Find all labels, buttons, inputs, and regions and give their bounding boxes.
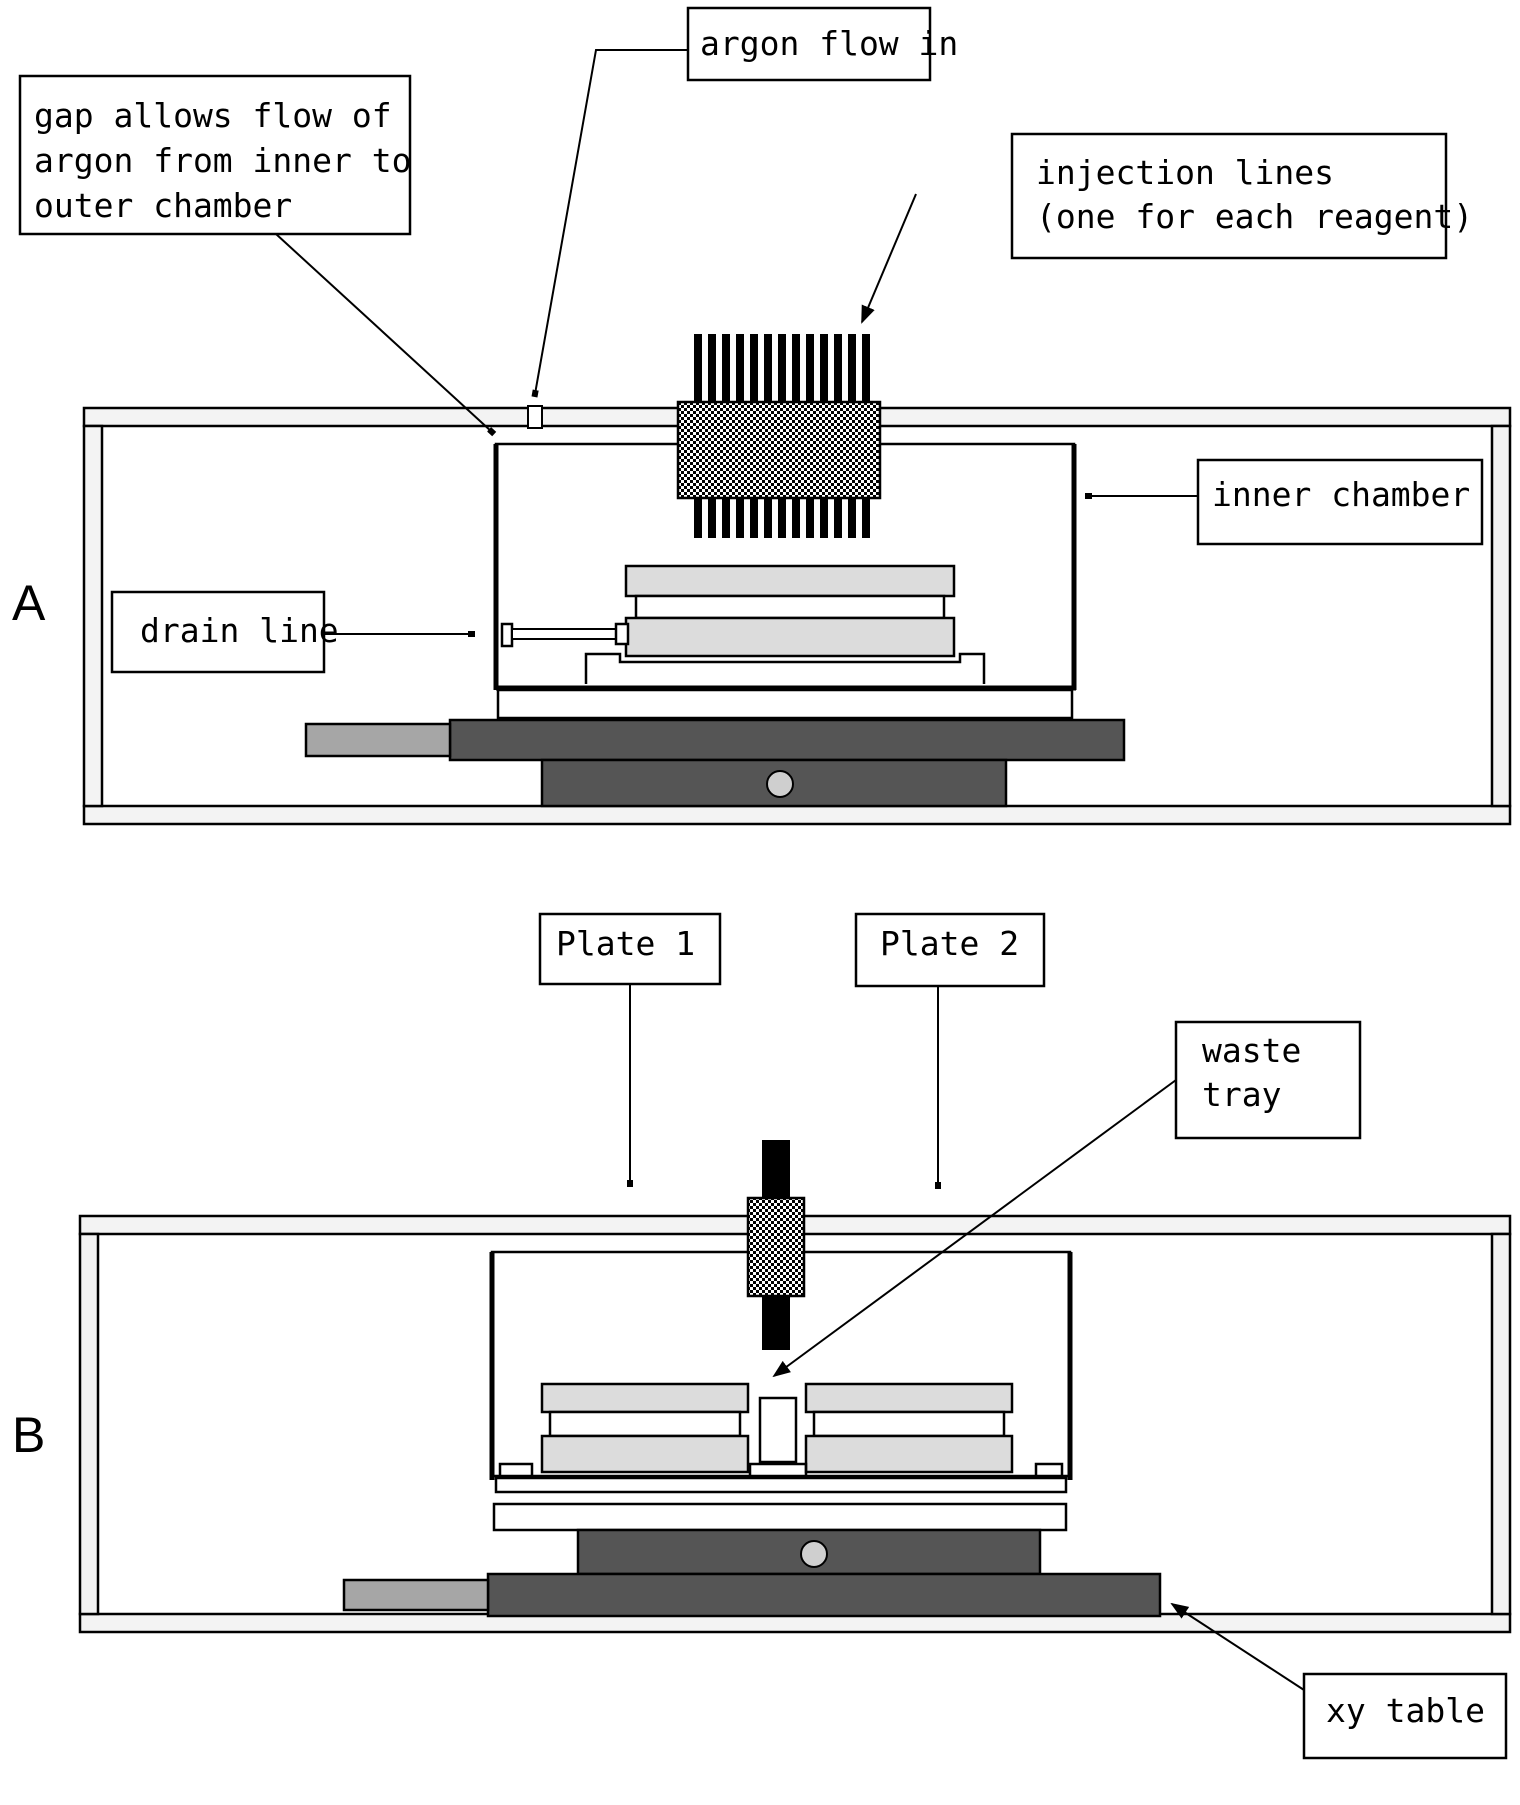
waste-tray-box — [1174, 1020, 1362, 1140]
argon-flow-in-box — [686, 6, 932, 82]
xy-table-label: xy table — [1326, 1691, 1485, 1730]
injection-lines-box — [1010, 132, 1448, 260]
gap-box — [18, 74, 412, 236]
outer-frame-b-right — [1490, 1232, 1512, 1616]
argon-flow-in-label: argon flow in — [700, 24, 958, 63]
injection-lines-leader — [861, 193, 917, 324]
waste-tray — [758, 1396, 798, 1464]
panel-a: A — [12, 6, 1512, 826]
panel-b-letter: B — [12, 1407, 45, 1463]
chamber-base — [496, 688, 1074, 720]
stage-knob — [766, 770, 794, 798]
plate2-box — [854, 912, 1046, 988]
plate1-label: Plate 1 — [556, 924, 695, 963]
argon-flow-leader — [531, 49, 688, 398]
drain-fitting — [500, 622, 514, 648]
injection-block-b — [746, 1196, 806, 1298]
plate-holder — [584, 652, 986, 684]
argon-port — [527, 405, 543, 429]
plate1-lower — [540, 1434, 750, 1474]
plate2-lower — [804, 1434, 1014, 1474]
plate1-upper — [540, 1382, 750, 1414]
upper-plate — [624, 564, 956, 598]
lower-plate — [624, 616, 956, 658]
chamber-base-b — [492, 1502, 1068, 1532]
outer-frame-right — [1490, 424, 1512, 808]
stage-handle — [304, 722, 452, 758]
xy-table — [486, 1572, 1162, 1618]
stage-handle-b — [342, 1578, 490, 1612]
plate2-label: Plate 2 — [880, 924, 1019, 963]
waste-tray-label-line1: waste — [1202, 1031, 1301, 1070]
gap-label-line2: argon from inner to — [34, 141, 412, 180]
outer-frame-b-left — [78, 1232, 100, 1616]
outer-frame-bottom — [82, 804, 1512, 826]
panel-a-letter: A — [12, 575, 46, 631]
injection-lines-label-line1: injection lines — [1036, 153, 1334, 192]
inner-chamber-box — [1196, 458, 1484, 546]
plate2-upper — [804, 1382, 1014, 1414]
plate1-box — [538, 912, 722, 986]
injection-block — [676, 400, 882, 500]
drain-line-label: drain line — [140, 611, 339, 650]
stage-knob-b — [800, 1540, 828, 1568]
drain-tube — [511, 628, 617, 640]
outer-frame-left — [82, 424, 104, 808]
xy-stage-top — [448, 718, 1126, 762]
waste-tray-label-line2: tray — [1202, 1075, 1281, 1114]
injection-lines-label-line2: (one for each reagent) — [1036, 197, 1473, 236]
panel-b: B Plate 1 — [12, 912, 1512, 1760]
xy-table-leader — [1170, 1602, 1305, 1691]
drain-line-box — [110, 590, 326, 674]
waste-tray-leader — [772, 1079, 1177, 1378]
gap-label-line3: outer chamber — [34, 186, 292, 225]
gap-leader — [275, 233, 497, 437]
inner-chamber-label: inner chamber — [1212, 475, 1470, 514]
xy-table-box — [1302, 1672, 1508, 1760]
gap-label-line1: gap allows flow of — [34, 96, 392, 135]
